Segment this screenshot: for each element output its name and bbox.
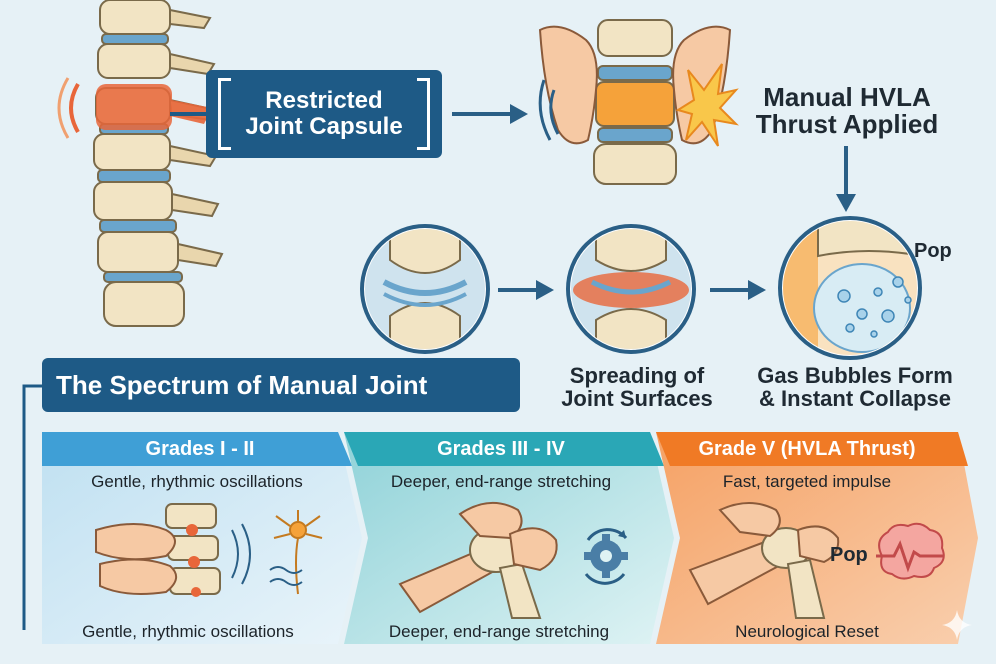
thrust-caption: Manual HVLA Thrust Applied: [730, 82, 964, 140]
band-1-bottom-text: Gentle, rhythmic oscillations: [82, 622, 294, 641]
bubbles-caption: Gas Bubbles Form & Instant Collapse: [738, 364, 972, 410]
connector-line: [170, 112, 206, 116]
gear-icon: [584, 528, 628, 585]
arrow-down-icon: [836, 146, 856, 212]
spine-illustration: [57, 0, 227, 327]
pop-label: Pop: [914, 240, 952, 262]
arrow-right-icon: [710, 280, 766, 300]
band-3-pop-label: Pop: [830, 544, 868, 566]
spectrum-bracket: [22, 384, 44, 630]
spreading-line2: Joint Surfaces: [561, 386, 713, 412]
band-1-title: Grades I - II: [145, 438, 255, 460]
band-2-bottom-text: Deeper, end-range stretching: [388, 622, 610, 641]
spreading-caption: Spreading of Joint Surfaces: [548, 364, 726, 410]
hvla-hands-illustration: [538, 19, 732, 185]
thrust-line2: Thrust Applied: [755, 109, 939, 140]
spreading-joint-circle: [566, 224, 696, 354]
arrow-right-icon: [452, 104, 528, 124]
brain-icon: [876, 522, 945, 580]
restricted-line2: Joint Capsule: [245, 113, 403, 140]
band-3-bottom-text: Neurological Reset: [735, 622, 879, 641]
bubbles-line2: & Instant Collapse: [759, 386, 951, 412]
impact-burst-icon: [675, 63, 739, 147]
restricted-line1: Restricted: [265, 87, 383, 115]
bubbles-line1: Gas Bubbles Form: [757, 363, 953, 388]
gas-bubbles-circle: [778, 216, 922, 360]
knee-stretch-illustration: [398, 501, 558, 619]
spreading-line1: Spreading of: [569, 363, 705, 388]
band-2-top-text: Deeper, end-range stretching: [390, 472, 612, 491]
band-3-top-text: Fast, targeted impulse: [722, 472, 892, 491]
normal-joint-circle: [360, 224, 490, 354]
oscillation-hands-illustration: [95, 503, 251, 597]
thrust-knee-illustration: [688, 502, 840, 619]
nerve-cell-icon: [269, 510, 323, 595]
band-1-top-text: Gentle, rhythmic oscillations: [91, 472, 303, 491]
thrust-line1: Manual HVLA: [763, 82, 931, 112]
restricted-capsule-caption: Restricted Joint Capsule: [206, 70, 442, 158]
band-3-title: Grade V (HVLA Thrust): [698, 438, 916, 460]
spectrum-title: The Spectrum of Manual Joint: [42, 358, 520, 412]
sparkle-icon: [942, 610, 972, 640]
arrow-right-icon: [498, 280, 554, 300]
band-2-title: Grades III - IV: [437, 438, 565, 460]
